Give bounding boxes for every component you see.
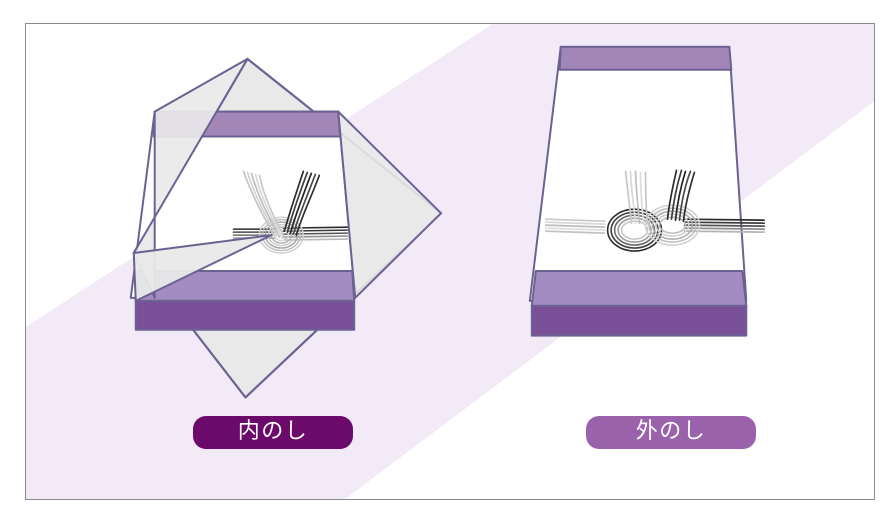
box-top-purple-band xyxy=(558,45,733,71)
label-badge-uchinoshi-text: 内のし xyxy=(237,418,309,444)
mizuhiki-horizontal-left xyxy=(544,218,606,234)
box-lower-light-band xyxy=(530,269,748,307)
mizuhiki-tail-silver xyxy=(624,170,649,226)
sotonoshi-illustration xyxy=(528,45,766,337)
mizuhiki-cord-uchinoshi xyxy=(232,170,349,254)
mizuhiki-cord-sotonoshi xyxy=(544,169,766,252)
gift-box-sotonoshi xyxy=(528,45,748,337)
illustration-frame: 内のし 外のし xyxy=(25,23,875,500)
wrapping-flap-lower-left xyxy=(132,234,273,302)
box-front-face xyxy=(528,45,748,302)
wrapping-paper-front-flaps xyxy=(132,57,443,302)
uchinoshi-illustration xyxy=(129,57,443,399)
label-badge-sotonoshi-text: 外のし xyxy=(635,418,707,444)
label-badge-uchinoshi[interactable]: 内のし xyxy=(193,416,353,449)
mizuhiki-tail-black xyxy=(666,169,696,223)
box-bottom-dark-face xyxy=(530,304,748,337)
mizuhiki-tail-silver xyxy=(242,170,287,240)
box-bottom-dark-face xyxy=(134,299,356,331)
label-badge-sotonoshi[interactable]: 外のし xyxy=(586,416,756,449)
wrapping-flap-right xyxy=(337,110,443,299)
mizuhiki-tail-black xyxy=(283,170,321,236)
